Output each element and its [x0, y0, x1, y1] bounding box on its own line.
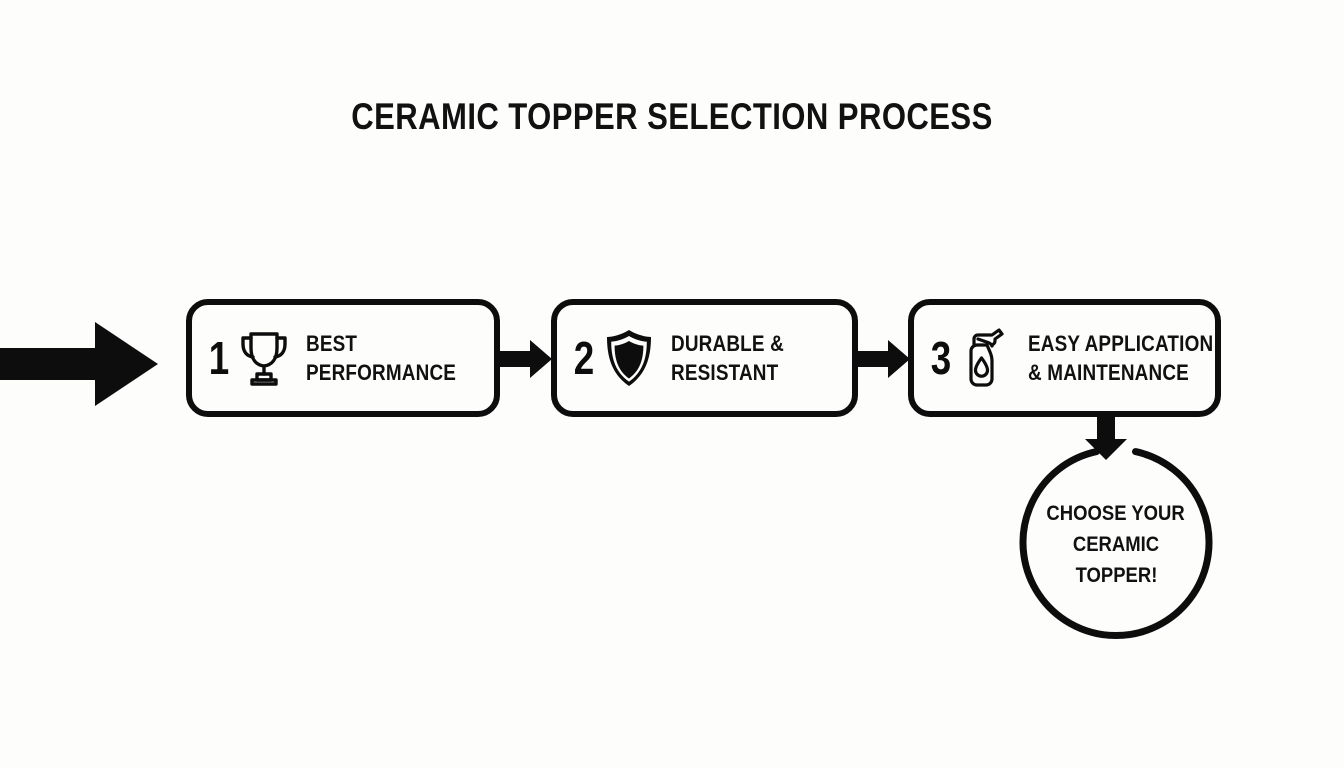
step-label-3: EASY APPLICATION & MAINTENANCE: [1028, 329, 1213, 387]
trophy-icon: [236, 327, 292, 389]
step-number-3: 3: [930, 332, 952, 384]
step-label-3-line2: & MAINTENANCE: [1028, 360, 1189, 385]
result-label-line1: CHOOSE YOUR: [1046, 501, 1186, 525]
step-number-1: 1: [208, 332, 230, 384]
step-label-1: BEST PERFORMANCE: [306, 329, 456, 387]
step-number-2: 2: [573, 332, 595, 384]
result-label: CHOOSE YOUR CERAMIC TOPPER!: [1018, 446, 1214, 642]
step-label-2-line1: DURABLE &: [671, 331, 784, 356]
step-label-2: DURABLE & RESISTANT: [671, 329, 784, 387]
result-label-line3: TOPPER!: [1075, 563, 1157, 587]
step-label-1-line1: BEST: [306, 331, 358, 356]
step-label-3-line1: EASY APPLICATION: [1028, 331, 1214, 356]
shield-icon: [601, 327, 657, 389]
entry-arrow-icon: [0, 322, 158, 406]
arrow-step1-to-step2-icon: [500, 340, 552, 378]
result-label-line2: CERAMIC: [1072, 532, 1160, 556]
page-title: CERAMIC TOPPER SELECTION PROCESS: [351, 96, 993, 137]
result-circle[interactable]: CHOOSE YOUR CERAMIC TOPPER!: [1018, 446, 1214, 642]
step-label-1-line2: PERFORMANCE: [306, 360, 457, 385]
step-card-1[interactable]: 1 BEST PERFORMANCE: [186, 299, 500, 417]
step-label-2-line2: RESISTANT: [671, 360, 779, 385]
arrow-step2-to-step3-icon: [858, 340, 910, 378]
spray-bottle-icon: [958, 327, 1014, 389]
step-card-2[interactable]: 2 DURABLE & RESISTANT: [551, 299, 858, 417]
result-circle-outline: [1019, 448, 1213, 640]
step-card-3[interactable]: 3 EASY APPLICATION & MAINTENANCE: [908, 299, 1221, 417]
